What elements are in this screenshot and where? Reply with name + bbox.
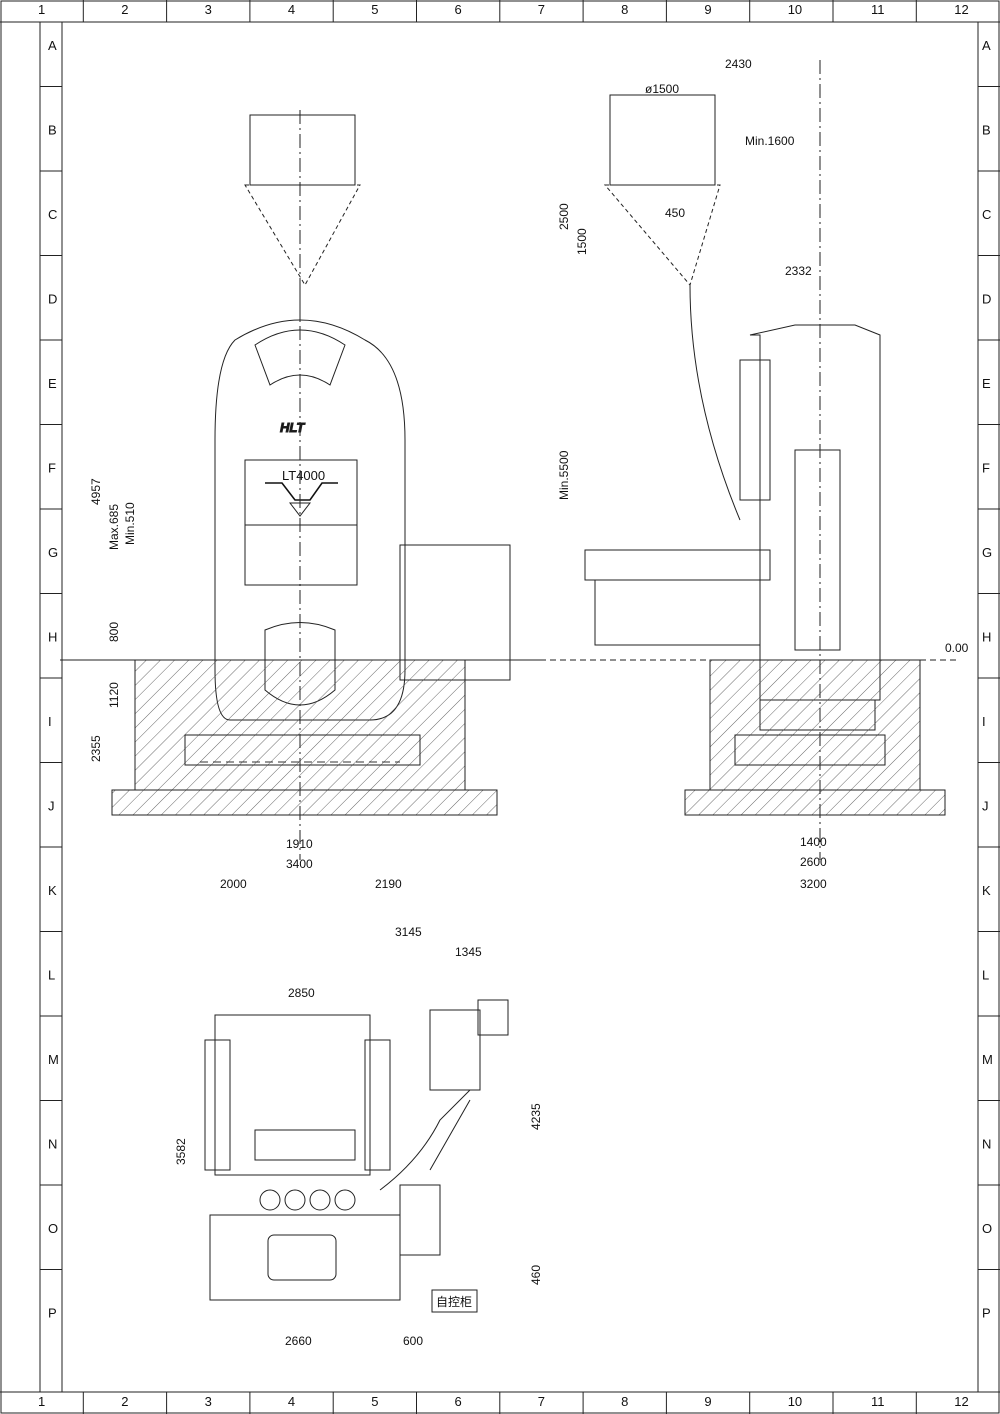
column-label: 12 [954,1394,968,1409]
column-label: 1 [38,1394,45,1409]
row-label: B [982,123,991,138]
column-label: 5 [371,2,378,17]
dim-460: 460 [529,1265,543,1285]
dim-1120: 1120 [107,682,121,708]
row-labels: A A B B C C D D E E F F G G H H I I J J K K L L M M N N O O P P [40,38,1000,1321]
column-label: 9 [704,2,711,17]
column-label: 12 [954,2,968,17]
control-cabinet-label: 自控柜 [436,1295,472,1309]
row-label: K [48,883,57,898]
row-label: M [48,1052,59,1067]
row-label: N [982,1137,991,1152]
row-label: K [982,883,991,898]
row-label: E [48,376,57,391]
row-label: C [48,207,57,222]
row-label: F [48,461,56,476]
row-label: O [982,1221,992,1236]
column-label: 4 [288,2,295,17]
column-label: 10 [788,2,802,17]
row-label: J [48,799,55,814]
front-view: HLT LT4000 [60,110,540,860]
dim-max: Max.685 [107,504,121,550]
row-label: L [982,968,989,983]
column-label: 2 [121,2,128,17]
row-label: A [48,38,57,53]
dim-diameter: ø1500 [645,82,679,96]
row-label: H [982,630,991,645]
dim-2332: 2332 [785,264,812,278]
dim-800: 800 [107,622,121,642]
dim-2430: 2430 [725,57,752,71]
column-label: 1 [38,2,45,17]
dim-2355: 2355 [89,735,103,762]
column-label: 9 [704,1394,711,1409]
dim-1400: 1400 [800,835,827,849]
row-label: P [982,1306,991,1321]
column-label: 11 [871,2,885,17]
side-view [520,60,960,860]
column-label: 10 [788,1394,802,1409]
row-label: G [48,545,58,560]
column-label: 3 [205,1394,212,1409]
dim-4235: 4235 [529,1103,543,1130]
dim-2850: 2850 [288,986,315,1000]
column-label: 6 [455,1394,462,1409]
row-label: C [982,207,991,222]
dim-2500: 2500 [557,203,571,230]
dim-1500: 1500 [575,228,589,255]
row-label: O [48,1221,58,1236]
row-label: G [982,545,992,560]
dim-min1600: Min.1600 [745,134,795,148]
row-label: H [48,630,57,645]
top-view: 自控柜 [204,999,509,1313]
column-label: 5 [371,1394,378,1409]
row-label: J [982,799,989,814]
row-label: B [48,123,57,138]
dim-3145: 3145 [395,925,422,939]
row-label: M [982,1052,993,1067]
dim-min: Min.510 [123,502,137,545]
row-label: I [982,714,986,729]
dim-3400: 3400 [286,857,313,871]
dim-min5500: Min.5500 [557,450,571,500]
dim-height: 4957 [89,478,103,505]
column-label: 2 [121,1394,128,1409]
dim-450: 450 [665,206,685,220]
row-label: F [982,461,990,476]
column-label: 8 [621,2,628,17]
column-label: 11 [871,1394,885,1409]
dim-1345: 1345 [455,945,482,959]
brand-logo: HLT [280,420,305,435]
dim-2660: 2660 [285,1334,312,1348]
level-zero: 0.00 [945,641,969,655]
row-label: N [48,1137,57,1152]
column-label: 4 [288,1394,295,1409]
column-label: 6 [455,2,462,17]
column-label: 7 [538,2,545,17]
column-label: 3 [205,2,212,17]
row-label: D [48,292,57,307]
row-label: A [982,38,991,53]
dim-600: 600 [403,1334,423,1348]
dim-2190: 2190 [375,877,402,891]
column-label: 8 [621,1394,628,1409]
row-label: E [982,376,991,391]
column-label: 7 [538,1394,545,1409]
row-label: I [48,714,52,729]
dim-2000: 2000 [220,877,247,891]
row-label: P [48,1306,57,1321]
model-label: LT4000 [282,468,325,483]
row-label: L [48,968,55,983]
dim-3200: 3200 [800,877,827,891]
dim-2600: 2600 [800,855,827,869]
row-label: D [982,292,991,307]
dimensions: 4957 Max.685 Min.510 800 1120 2355 1910 … [89,57,969,1348]
dim-1910: 1910 [286,837,313,851]
dim-3582: 3582 [174,1138,188,1165]
